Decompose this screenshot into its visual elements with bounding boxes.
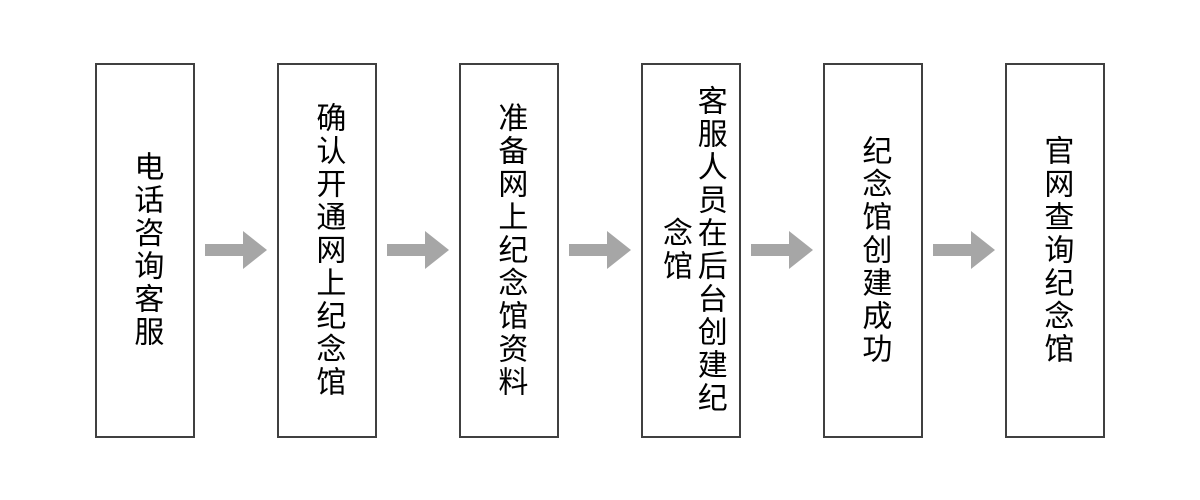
- flow-arrow-4: [741, 230, 823, 270]
- process-step-6-label: 官网查询纪念馆: [1038, 134, 1074, 366]
- process-step-4[interactable]: 客服人员在后台创建纪念馆: [641, 62, 741, 438]
- arrow-right-icon: [751, 231, 813, 269]
- process-step-5-label: 纪念馆创建成功: [856, 134, 892, 366]
- arrow-right-icon: [933, 231, 995, 269]
- flow-arrow-2: [377, 230, 459, 270]
- process-step-2[interactable]: 确认开通网上纪念馆: [277, 62, 377, 438]
- arrow-right-icon: [569, 231, 631, 269]
- process-step-1-label: 电话咨询客服: [128, 151, 164, 349]
- process-step-6[interactable]: 官网查询纪念馆: [1005, 62, 1105, 438]
- process-step-3-label: 准备网上纪念馆资料: [492, 101, 528, 399]
- process-step-2-label: 确认开通网上纪念馆: [310, 101, 346, 399]
- flow-arrow-1: [195, 230, 277, 270]
- process-step-1[interactable]: 电话咨询客服: [95, 62, 195, 438]
- process-step-4-label: 客服人员在后台创建纪念馆: [657, 85, 727, 415]
- arrow-right-icon: [387, 231, 449, 269]
- arrow-right-icon: [205, 231, 267, 269]
- flow-arrow-5: [923, 230, 1005, 270]
- process-step-3[interactable]: 准备网上纪念馆资料: [459, 62, 559, 438]
- flow-arrow-3: [559, 230, 641, 270]
- process-step-5[interactable]: 纪念馆创建成功: [823, 62, 923, 438]
